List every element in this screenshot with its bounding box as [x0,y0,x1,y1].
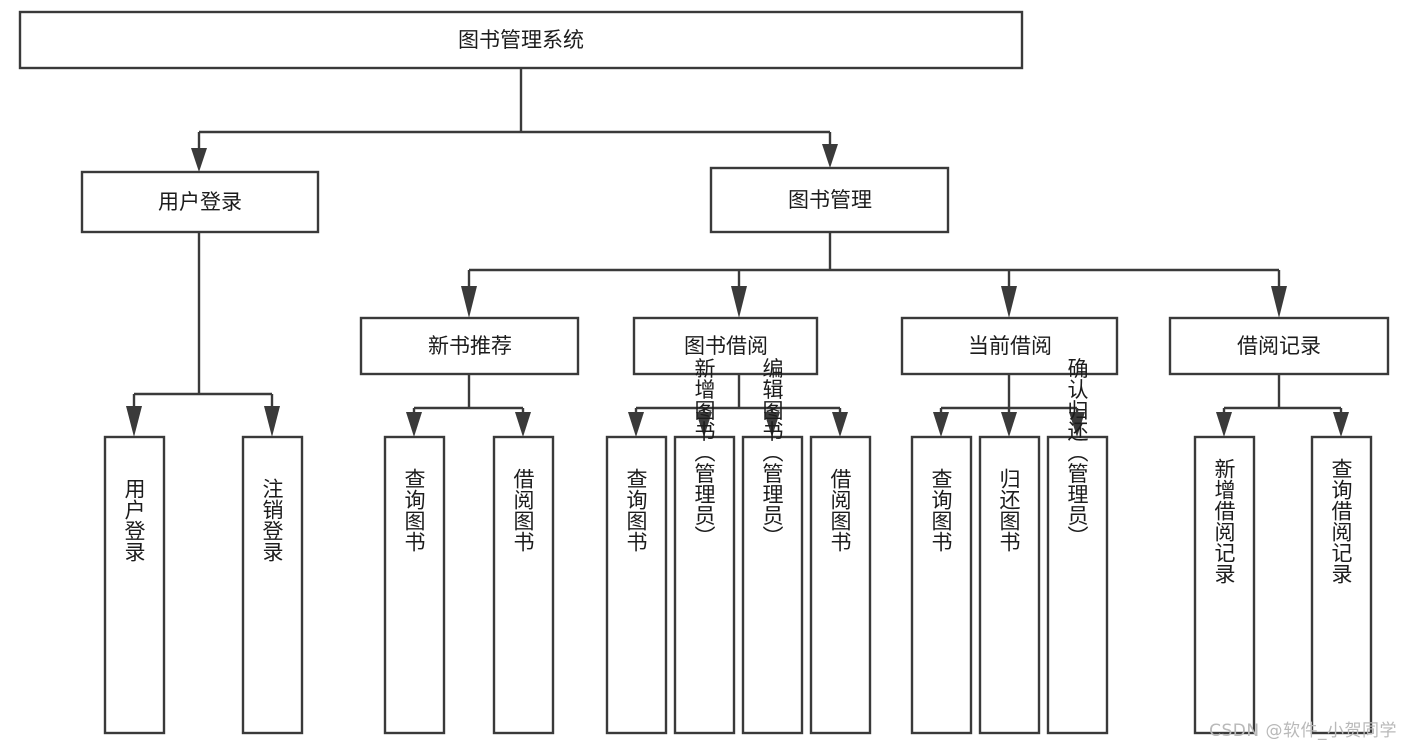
node-user-login-label: 用户登录 [158,190,242,214]
leaf-node-logout-label: 注销登录 [260,478,284,562]
leaf-node-query-book-nb-label: 查询图书 [402,468,426,552]
leaf-node-edit-book[interactable]: 编辑图书（管理员） [741,358,804,735]
leaf-node-borrow-book-bb[interactable]: 借阅图书 [809,435,872,735]
leaf-node-add-book[interactable]: 新增图书（管理员） [673,358,736,735]
node-book-manage-box[interactable] [709,166,950,234]
connector-group-root-to-level2 [191,68,838,172]
arrow-head-leaf-add-record [1216,412,1232,437]
arrow-head-leaf-edit-book [764,412,780,437]
leaf-node-query-record-label: 查询借阅记录 [1329,458,1353,584]
leaf-node-add-record-label: 新增借阅记录 [1212,458,1236,584]
node-book-borrow-box[interactable] [632,316,819,376]
connector-group-current-borrow-to-leaves [933,374,1085,437]
leaf-node-add-record-box[interactable] [1193,435,1256,735]
leaf-node-borrow-book-nb-label: 借阅图书 [511,468,535,552]
leaf-node-add-record[interactable]: 新增借阅记录 [1193,435,1256,735]
node-borrow-record[interactable]: 借阅记录 [1168,316,1390,376]
leaf-node-query-book-bb-box[interactable] [605,435,668,735]
arrow-head-book-borrow [731,286,747,318]
node-new-book-recommend-box[interactable] [359,316,580,376]
arrow-head-leaf-query-book-1 [406,412,422,437]
leaf-node-return-book[interactable]: 归还图书 [978,435,1041,735]
connector-group-book-borrow-to-leaves [628,374,848,437]
leaf-node-query-book-cb[interactable]: 查询图书 [910,435,973,735]
node-user-login[interactable]: 用户登录 [80,170,320,234]
node-book-borrow-label: 图书借阅 [684,334,768,358]
leaf-node-user-login-box[interactable] [103,435,166,735]
node-current-borrow[interactable]: 当前借阅 [900,316,1119,376]
node-book-manage[interactable]: 图书管理 [709,166,950,234]
leaf-node-confirm-return[interactable]: 确认归还（管理员） [1046,358,1109,735]
arrow-head-leaf-logout [264,406,280,437]
node-root-label: 图书管理系统 [458,28,584,52]
leaf-node-return-book-label: 归还图书 [997,468,1021,552]
node-book-manage-label: 图书管理 [788,188,872,212]
arrow-head-leaf-borrow-book-2 [832,412,848,437]
arrow-head-current-borrow [1001,286,1017,318]
leaf-node-add-book-box[interactable] [673,435,736,735]
arrow-head-leaf-query-book-2 [628,412,644,437]
leaf-node-query-book-bb-label: 查询图书 [624,468,648,552]
arrow-head-leaf-add-book [696,412,712,437]
leaf-node-query-book-bb[interactable]: 查询图书 [605,435,668,735]
node-new-book-recommend[interactable]: 新书推荐 [359,316,580,376]
arrow-head-leaf-confirm-return [1069,412,1085,437]
leaf-node-logout[interactable]: 注销登录 [241,435,304,735]
node-current-borrow-box[interactable] [900,316,1119,376]
node-root-box[interactable] [18,10,1024,70]
leaf-node-borrow-book-nb-box[interactable] [492,435,555,735]
leaf-node-add-book-label: 新增图书（管理员） [692,358,716,547]
node-user-login-box[interactable] [80,170,320,234]
leaf-node-query-book-cb-label: 查询图书 [929,468,953,552]
leaf-node-query-book-nb[interactable]: 查询图书 [383,435,446,735]
arrow-head-leaf-borrow-book-1 [515,412,531,437]
arrow-head-borrow-record [1271,286,1287,318]
leaf-node-user-login[interactable]: 用户登录 [103,435,166,735]
arrow-head-book-manage [822,144,838,168]
node-book-borrow[interactable]: 图书借阅 [632,316,819,376]
watermark: CSDN @软件_小贺同学 [1209,721,1397,741]
arrow-head-new-book [461,286,477,318]
leaf-node-edit-book-label: 编辑图书（管理员） [760,358,784,547]
connector-group-borrow-record-to-leaves [1216,374,1349,437]
leaf-node-user-login-label: 用户登录 [122,478,146,562]
node-new-book-recommend-label: 新书推荐 [428,334,512,358]
leaf-node-logout-box[interactable] [241,435,304,735]
connector-group-user-login-to-leaves [126,232,280,437]
leaf-node-confirm-return-box[interactable] [1046,435,1109,735]
connector-group-book-manage-to-level3 [461,232,1287,318]
leaf-node-query-record[interactable]: 查询借阅记录 [1310,435,1373,735]
leaf-node-query-book-cb-box[interactable] [910,435,973,735]
arrow-head-leaf-user-login [126,406,142,437]
leaf-node-borrow-book-bb-box[interactable] [809,435,872,735]
node-current-borrow-label: 当前借阅 [968,334,1052,358]
arrow-head-leaf-query-book-3 [933,412,949,437]
arrow-head-user-login [191,148,207,172]
leaf-node-borrow-book-nb[interactable]: 借阅图书 [492,435,555,735]
arrow-head-leaf-return-book [1001,412,1017,437]
node-borrow-record-box[interactable] [1168,316,1390,376]
leaf-node-borrow-book-bb-label: 借阅图书 [828,468,852,552]
leaf-node-return-book-box[interactable] [978,435,1041,735]
leaf-node-edit-book-box[interactable] [741,435,804,735]
leaf-node-confirm-return-label: 确认归还（管理员） [1065,358,1089,547]
node-root[interactable]: 图书管理系统 [18,10,1024,70]
leaf-node-query-record-box[interactable] [1310,435,1373,735]
connector-group-new-book-to-leaves [406,374,531,437]
node-borrow-record-label: 借阅记录 [1237,334,1321,358]
arrow-head-leaf-query-record [1333,412,1349,437]
leaf-node-query-book-nb-box[interactable] [383,435,446,735]
